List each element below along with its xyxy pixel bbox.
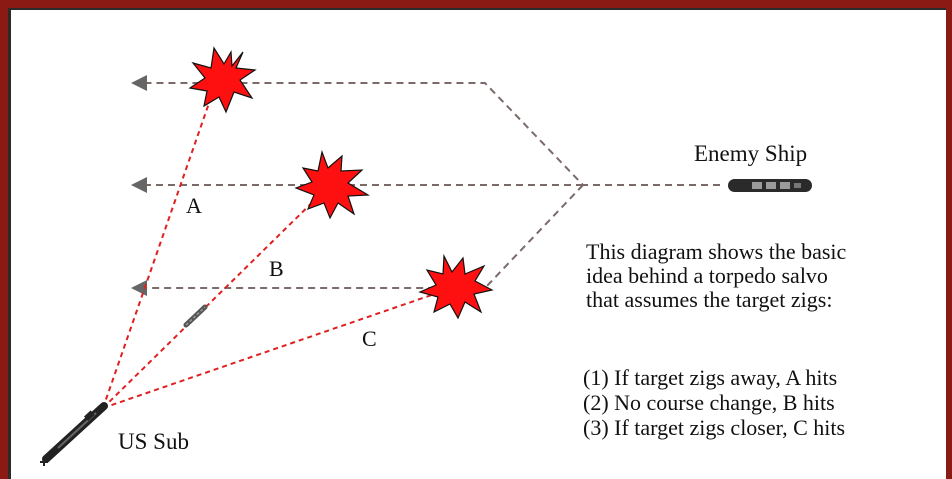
case-item: (2) No course change, B hits	[583, 390, 835, 415]
us-sub-icon	[40, 402, 108, 466]
frame-right-border	[946, 0, 952, 479]
enemy-ship-label: Enemy Ship	[694, 141, 808, 166]
course-arrowheads	[131, 75, 147, 296]
track-label-a: A	[186, 193, 202, 218]
case-item: (3) If target zigs closer, C hits	[583, 415, 846, 440]
description-line: idea behind a torpedo salvo	[586, 263, 828, 288]
case-list: (1) If target zigs away, A hits (2) No c…	[583, 365, 845, 440]
track-label-c: C	[362, 326, 377, 351]
description-text: This diagram shows the basic idea behind…	[586, 240, 846, 312]
frame-inner-left-line	[8, 8, 11, 479]
case-item: (1) If target zigs away, A hits	[583, 365, 838, 390]
torpedo-icon	[183, 304, 208, 328]
us-sub-label: US Sub	[118, 429, 189, 454]
torpedo-track-c	[102, 287, 453, 409]
course-zig-closer	[143, 184, 584, 289]
frame-inner-top-line	[8, 8, 946, 10]
arrowhead-top	[131, 75, 147, 91]
torpedo-tracks	[102, 82, 453, 409]
description-line: that assumes the target zigs:	[586, 287, 833, 312]
frame-left-border	[0, 0, 8, 479]
course-zig-away	[143, 82, 720, 186]
torpedo-track-b	[102, 184, 331, 409]
arrowhead-middle	[131, 177, 147, 193]
enemy-ship-icon	[728, 179, 812, 192]
explosion-a	[188, 46, 257, 114]
frame-top-border	[0, 0, 952, 8]
target-courses	[143, 82, 720, 289]
arrowhead-bottom	[131, 280, 147, 296]
explosion-b	[294, 149, 371, 220]
torpedo-track-a	[102, 82, 217, 409]
explosion-c	[418, 253, 494, 320]
description-line: This diagram shows the basic	[586, 239, 847, 264]
track-label-b: B	[269, 256, 284, 281]
